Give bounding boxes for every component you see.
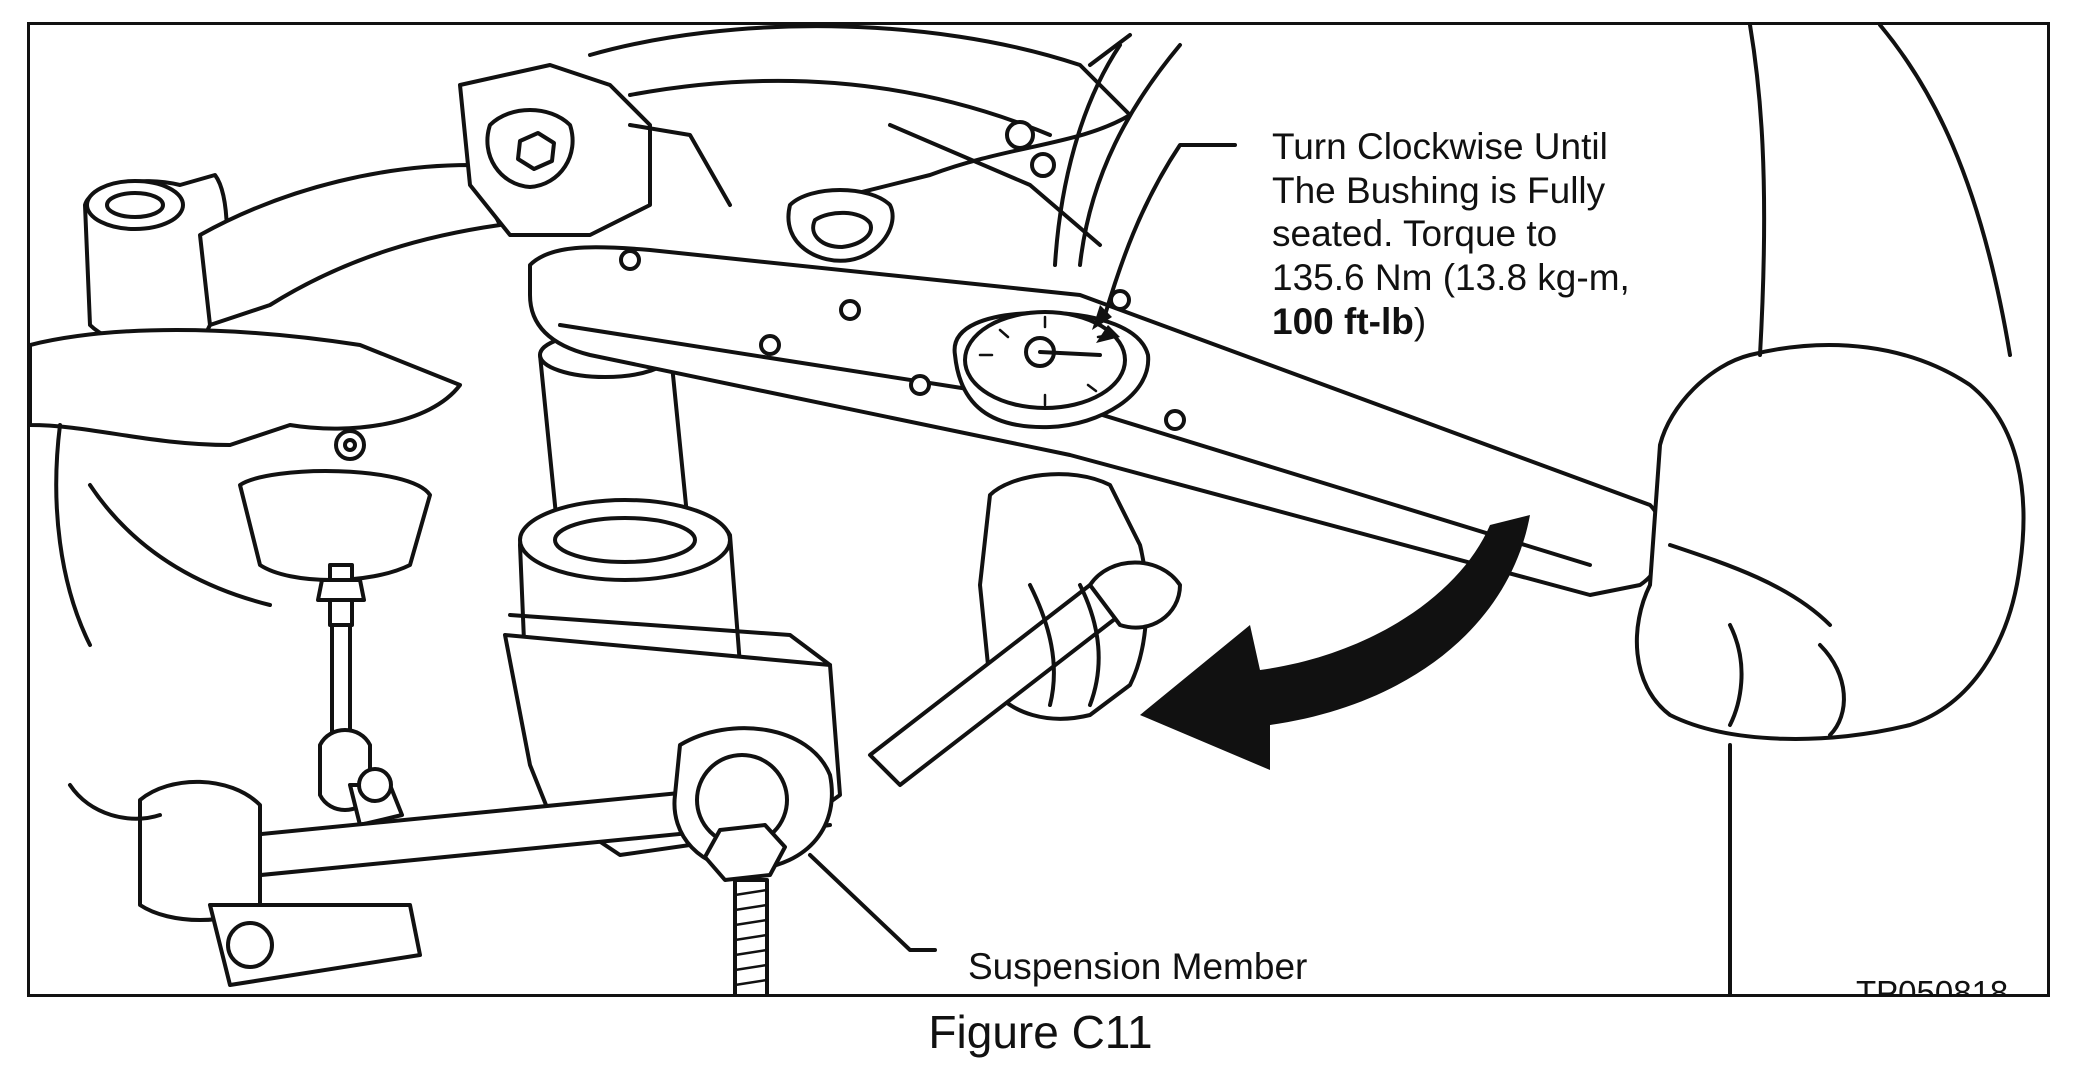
torque-callout-close-paren: )	[1413, 300, 1427, 342]
torque-callout: Turn Clockwise Until The Bushing is Full…	[1272, 125, 1792, 343]
left-hand	[868, 472, 1182, 787]
callout-leaders	[808, 143, 1237, 952]
dial-gauge-icon	[952, 310, 1151, 430]
vehicle-body-background	[588, 25, 1182, 267]
right-hand	[1634, 25, 2026, 994]
torque-callout-line-4: 135.6 Nm (13.8 kg-m,	[1272, 256, 1630, 298]
curved-arrow-icon	[1140, 515, 1530, 770]
illustration-frame: Turn Clockwise Until The Bushing is Full…	[27, 22, 2050, 997]
stabilizer-link	[238, 469, 432, 827]
figure-code: TP050818	[1856, 974, 2009, 997]
torque-value-bold: 100 ft-lb	[1272, 300, 1414, 342]
bushing-bracket	[458, 63, 732, 237]
torque-callout-line-5: 100 ft-lb)	[1272, 300, 1792, 344]
suspension-illustration	[30, 25, 2026, 994]
upper-control-arm	[30, 163, 502, 647]
torque-callout-line-2: The Bushing is Fully	[1272, 169, 1606, 211]
figure-caption: Figure C11	[928, 1006, 1153, 1058]
torque-callout-line-1: Turn Clockwise Until	[1272, 126, 1608, 167]
lower-arm-assembly	[68, 726, 834, 994]
suspension-member-label: Suspension Member	[968, 946, 1308, 987]
torque-callout-line-3: seated. Torque to	[1272, 213, 1558, 255]
